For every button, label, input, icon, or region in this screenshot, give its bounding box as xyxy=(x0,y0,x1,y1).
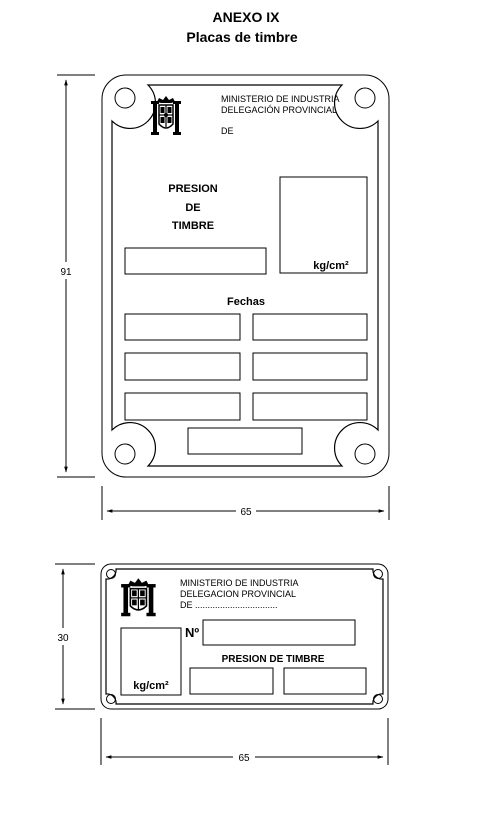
large-presion-line2: DE xyxy=(185,202,200,214)
small-ministry-line3: DE ................................. xyxy=(180,600,278,610)
small-height-dimension: 30 xyxy=(55,563,95,710)
small-height-label: 30 xyxy=(57,633,69,644)
large-pressure-value-box xyxy=(279,176,368,274)
large-presion-line3: TIMBRE xyxy=(172,220,214,232)
large-ministry-line1: MINISTERIO DE INDUSTRIA xyxy=(221,94,340,104)
large-width-dimension: 65 xyxy=(101,486,390,520)
date-box xyxy=(124,352,241,381)
mounting-hole-icon xyxy=(373,569,383,579)
small-unit-label: kg/cm² xyxy=(133,680,169,692)
large-height-label: 91 xyxy=(60,267,72,278)
large-height-dimension: 91 xyxy=(57,74,95,478)
mounting-hole-icon xyxy=(114,87,136,109)
large-pressure-text-box xyxy=(124,247,267,275)
small-number-label: Nº xyxy=(185,625,199,640)
date-box xyxy=(252,392,368,421)
small-pressure-box xyxy=(189,667,274,695)
large-fechas-label: Fechas xyxy=(227,296,265,308)
annex-subtitle: Placas de timbre xyxy=(186,29,297,45)
date-box xyxy=(252,352,368,381)
large-plate-outer-border xyxy=(101,74,390,478)
small-width-label: 65 xyxy=(238,753,250,764)
mounting-hole-icon xyxy=(354,443,376,465)
small-pressure-box xyxy=(283,667,367,695)
coat-of-arms-icon xyxy=(151,96,181,135)
date-box xyxy=(252,313,368,341)
small-plate-outer-border xyxy=(100,563,389,710)
small-number-box xyxy=(202,619,356,646)
mounting-hole-icon xyxy=(114,443,136,465)
annex-title: ANEXO IX xyxy=(213,9,281,25)
large-plate: MINISTERIO DE INDUSTRIA DELEGACIÓN PROVI… xyxy=(101,74,390,478)
mounting-hole-icon xyxy=(106,694,116,704)
small-ministry-line2: DELEGACION PROVINCIAL xyxy=(180,589,296,599)
date-box xyxy=(124,392,241,421)
small-plate-inner-border xyxy=(105,568,384,705)
large-plate-inner-border xyxy=(111,84,379,467)
large-bottom-box xyxy=(187,427,303,455)
small-ministry-line1: MINISTERIO DE INDUSTRIA xyxy=(180,578,299,588)
large-presion-line1: PRESION xyxy=(168,183,218,195)
large-unit-label: kg/cm² xyxy=(313,260,349,272)
large-width-label: 65 xyxy=(240,507,252,518)
mounting-hole-icon xyxy=(354,87,376,109)
coat-of-arms-icon xyxy=(121,578,156,617)
large-ministry-line2: DELEGACIÓN PROVINCIAL xyxy=(221,105,337,115)
large-ministry-line3: DE xyxy=(221,126,234,136)
mounting-hole-icon xyxy=(373,694,383,704)
small-plate: MINISTERIO DE INDUSTRIA DELEGACION PROVI… xyxy=(100,563,389,710)
date-box xyxy=(124,313,241,341)
small-pressure-value-box xyxy=(120,627,182,696)
small-presion-label: PRESION DE TIMBRE xyxy=(222,654,325,665)
small-width-dimension: 65 xyxy=(100,718,389,765)
mounting-hole-icon xyxy=(106,569,116,579)
